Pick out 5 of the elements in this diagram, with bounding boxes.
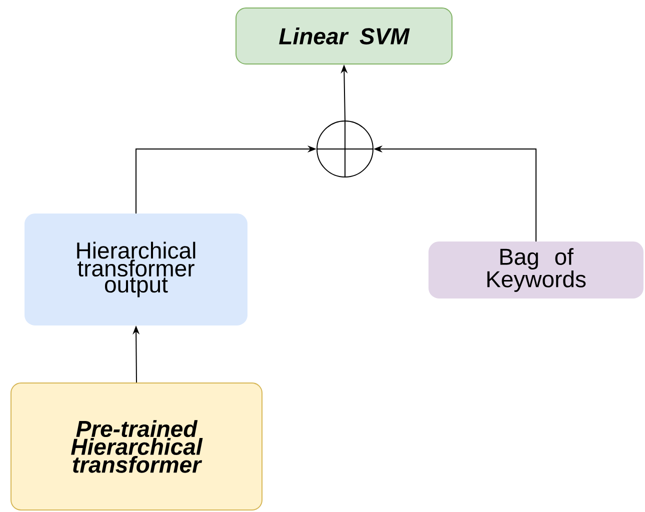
input-box: Pre-trained Hierarchical transformer [10, 382, 262, 510]
model-box: Linear SVM [236, 8, 452, 64]
feature-box: Bag of Keywords [428, 242, 644, 298]
sum-circle [316, 120, 374, 178]
output-box: Hierarchical transformer output [24, 214, 248, 326]
